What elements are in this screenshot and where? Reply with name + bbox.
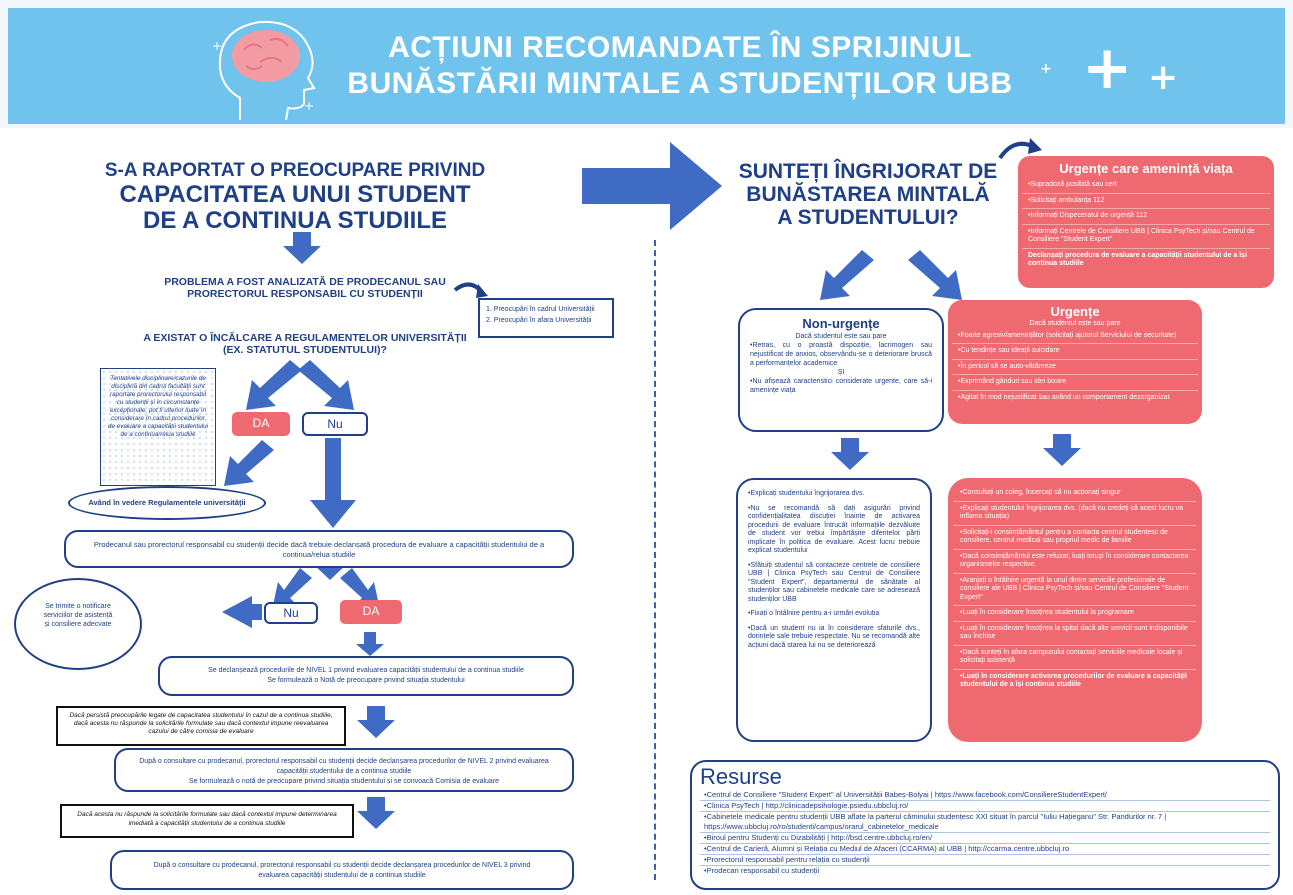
- life-threatening-title: Urgențe care amenință viața: [1059, 161, 1233, 176]
- svg-text:+: +: [212, 39, 222, 53]
- level3-box: După o consultare cu prodecanul, prorect…: [110, 850, 574, 890]
- arrow-down-4: [357, 797, 395, 829]
- resource-item[interactable]: •Biroul pentru Studenți cu Dizabilități …: [700, 833, 1270, 844]
- resources-box: Resurse •Centrul de Consiliere "Student …: [690, 760, 1280, 890]
- arrow-nonurgent-down: [831, 438, 869, 470]
- plus-icon-tiny: +: [1040, 61, 1052, 77]
- level2-box: După o consultare cu prodecanul, prorect…: [114, 748, 574, 792]
- left-heading: S-A RAPORTAT O PREOCUPARE PRIVIND CAPACI…: [104, 160, 486, 234]
- violation-question: A EXISTAT O ÎNCĂLCARE A REGULAMENTELOR U…: [143, 332, 467, 356]
- arrow-diag-to-da: [246, 360, 302, 410]
- problem-analyzed: PROBLEMA A FOST ANALIZATĂ DE PRODECANUL …: [164, 276, 446, 300]
- life-threatening-box: Urgențe care amenință viața •Supradoză p…: [1018, 156, 1274, 288]
- decision-da-2: DA: [340, 600, 402, 624]
- arrow-big-right: [582, 142, 722, 230]
- arrow-diag-to-nu: [298, 360, 354, 410]
- note-persistent: Dacă persistă preocupările legate de cap…: [56, 706, 346, 746]
- arrow-urgent-down: [1043, 434, 1081, 466]
- urgent-actions-box: •Consultați un coleg, încercați să nu ac…: [948, 478, 1202, 742]
- page-title: ACȚIUNI RECOMANDATE ÎN SPRIJINUL BUNĂSTĂ…: [300, 30, 1060, 102]
- column-divider: [654, 240, 656, 880]
- non-urgent-actions-box: •Explicați studentului îngrijorarea dvs.…: [736, 478, 932, 742]
- resource-item[interactable]: •Cabinetele medicale pentru studenții UB…: [700, 812, 1270, 833]
- arrow-nu-to-decides: [310, 438, 356, 528]
- resource-item[interactable]: •Centrul de Consiliere "Student Expert" …: [700, 790, 1270, 801]
- page-title-line2: BUNĂSTĂRII MINTALE A STUDENȚILOR UBB: [347, 67, 1013, 100]
- resource-item[interactable]: •Clinica PsyTech | http://clinicadepsiho…: [700, 801, 1270, 812]
- decision-nu-2: Nu: [264, 602, 318, 624]
- arrow-nu-to-refer: [222, 596, 262, 628]
- svg-text:+: +: [304, 99, 314, 113]
- arrow-right-diag-left: [820, 250, 874, 300]
- concerns-box: 1. Preocupări în cadrul Universității 2.…: [478, 298, 614, 338]
- arrow-down-3: [357, 706, 395, 738]
- plus-icon-small: +: [1148, 57, 1179, 98]
- regulations-oval: Având în vedere Regulamentele universită…: [68, 486, 266, 520]
- page-title-line1: ACȚIUNI RECOMANDATE ÎN SPRIJINUL: [388, 31, 972, 64]
- decision-nu-1: Nu: [302, 412, 368, 436]
- resource-item: •Prorectorul responsabil pentru relația …: [700, 855, 1270, 866]
- note-no-response: Dacă acesta nu răspunde la solicitările …: [60, 804, 354, 838]
- arrow-down-1: [283, 232, 321, 264]
- level1-box: Se declanșează procedurile de NIVEL 1 pr…: [158, 656, 574, 696]
- right-heading: SUNTEȚI ÎNGRIJORAT DE BUNĂSTAREA MINTALĂ…: [738, 160, 998, 229]
- urgent-title: Urgențe: [1050, 304, 1100, 319]
- urgent-box: Urgențe Dacă studentul este sau pare •Fo…: [948, 300, 1202, 424]
- resources-title: Resurse: [700, 764, 782, 789]
- decision-da-1: DA: [232, 412, 290, 436]
- decides-box: Prodecanul sau prorectorul responsabil c…: [64, 530, 574, 568]
- arrow-right-diag-right: [908, 250, 962, 300]
- disciplinary-note: Tentativele disciplinare/cazurile de dis…: [100, 368, 216, 486]
- resource-item[interactable]: •Centrul de Carieră, Alumni și Relația c…: [700, 844, 1270, 855]
- refer-oval: Se trimite o notificare serviciilor de a…: [14, 578, 142, 670]
- resource-item: •Prodecan responsabil cu studenții: [704, 866, 820, 875]
- brain-head-icon: + +: [212, 20, 316, 121]
- arrow-da-to-avand: [224, 440, 274, 486]
- non-urgent-box: Non-urgențe Dacă studentul este sau pare…: [738, 308, 944, 432]
- plus-icon-large: +: [1082, 33, 1133, 103]
- arrow-da-down: [356, 632, 384, 656]
- non-urgent-title: Non-urgențe: [802, 316, 880, 331]
